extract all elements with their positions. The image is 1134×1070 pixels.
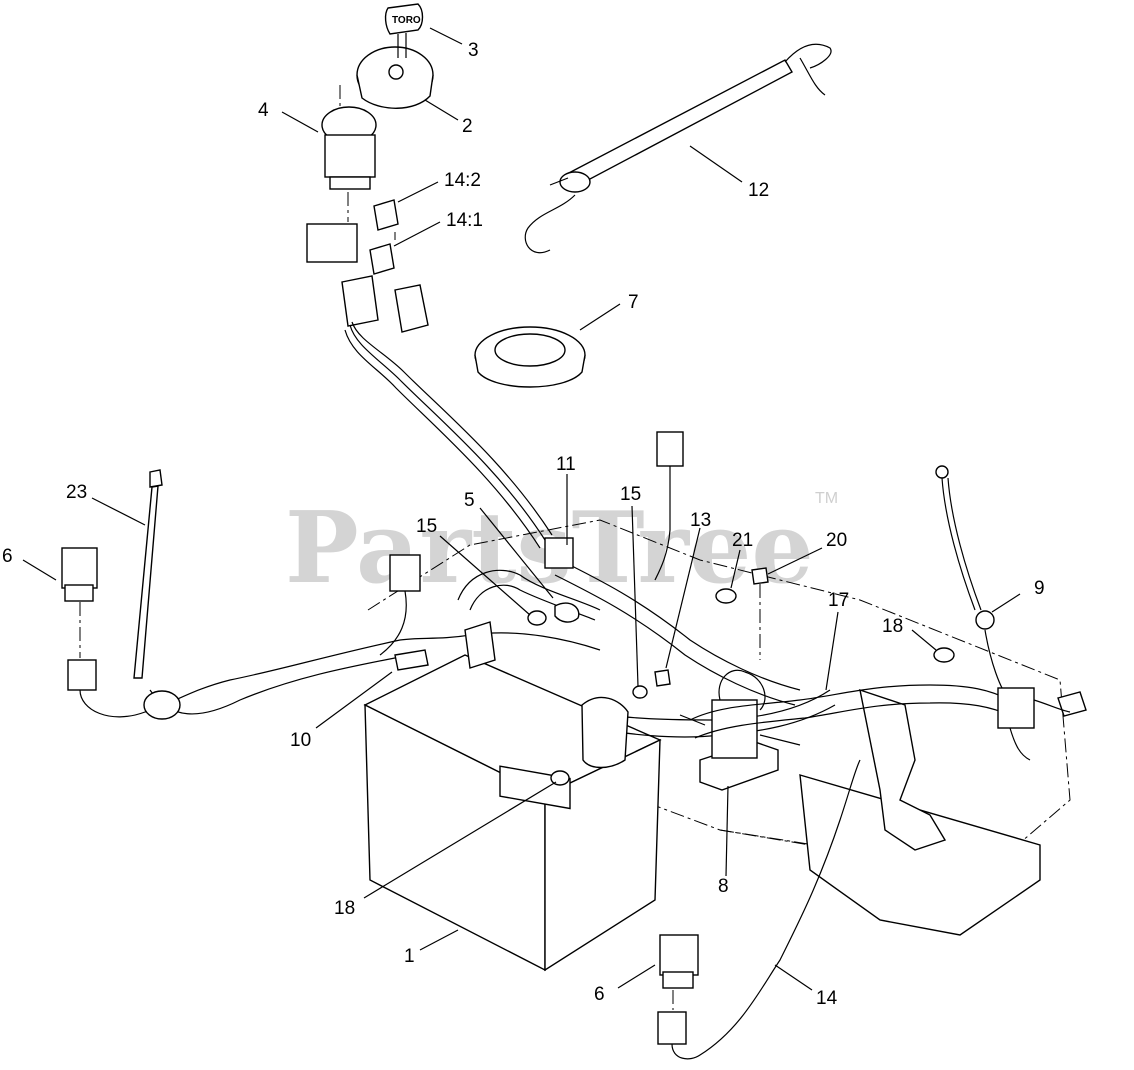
- callout-9: 9: [1034, 578, 1045, 599]
- main-harness: [554, 559, 1013, 739]
- callout-15-right: 15: [620, 484, 641, 505]
- callout-4: 4: [258, 100, 269, 121]
- callout-3: 3: [468, 40, 479, 61]
- ignition-key: TORO: [384, 3, 424, 58]
- fuse-14-2: [373, 199, 399, 231]
- callout-15-left: 15: [416, 516, 437, 537]
- callout-6-right: 6: [594, 984, 605, 1005]
- starter-solenoid: [679, 669, 801, 791]
- grommet: [474, 326, 586, 388]
- clip-5: [554, 602, 580, 623]
- washer-15: [632, 685, 648, 699]
- callout-13: 13: [690, 510, 711, 531]
- right-connector: [997, 687, 1087, 761]
- callout-23: 23: [66, 482, 87, 503]
- cable-clamp: [464, 621, 496, 669]
- mounting-plate: [367, 519, 1071, 936]
- bolt-13: [654, 669, 671, 687]
- callout-12: 12: [748, 180, 769, 201]
- ignition-switch: [356, 46, 434, 109]
- callout-14-1: 14:1: [446, 210, 483, 231]
- callout-5: 5: [464, 490, 475, 511]
- nut-21: [715, 588, 737, 604]
- terminal-boot: [581, 696, 629, 769]
- bolt-20: [751, 567, 769, 585]
- callout-2: 2: [462, 116, 473, 137]
- callout-17: 17: [828, 590, 849, 611]
- key-label: TORO: [392, 15, 421, 26]
- callouts: 3 2 4 14:2 14:1 12 7 11 23 6 5 15 15 13 …: [2, 40, 1045, 1009]
- connector-block: [306, 223, 358, 263]
- relay-left: [61, 547, 601, 720]
- leader-lines: [22, 27, 1021, 991]
- callout-20: 20: [826, 530, 847, 551]
- callout-8: 8: [718, 876, 729, 897]
- nut-18-lower: [550, 770, 570, 786]
- relay-right: [657, 759, 861, 1060]
- callout-10: 10: [290, 730, 311, 751]
- callout-18-lower: 18: [334, 898, 355, 919]
- callout-11: 11: [556, 454, 576, 475]
- callout-14: 14: [816, 988, 838, 1009]
- callout-1: 1: [404, 946, 415, 967]
- harness-connector: [654, 431, 684, 581]
- hardware: [464, 537, 955, 786]
- washer-15-left: [527, 610, 547, 626]
- callout-6-left: 6: [2, 546, 13, 567]
- nut-18-upper: [933, 647, 955, 663]
- callout-14-2: 14:2: [444, 170, 481, 191]
- callout-18-upper: 18: [882, 616, 903, 637]
- support-rod: [524, 43, 832, 254]
- fuse-14-1: [369, 243, 395, 275]
- bracket-11: [544, 537, 574, 569]
- callout-7: 7: [628, 292, 639, 313]
- frame-bracket: [859, 688, 947, 851]
- watermark-tm: TM: [815, 490, 838, 507]
- frame-tab: [799, 774, 1041, 936]
- pto-switch: [321, 106, 377, 190]
- connector-10: [379, 554, 429, 671]
- ground-wire: [935, 465, 1011, 701]
- upper-harness: [306, 85, 553, 549]
- callout-21: 21: [732, 530, 753, 551]
- cable-tie: [133, 469, 163, 679]
